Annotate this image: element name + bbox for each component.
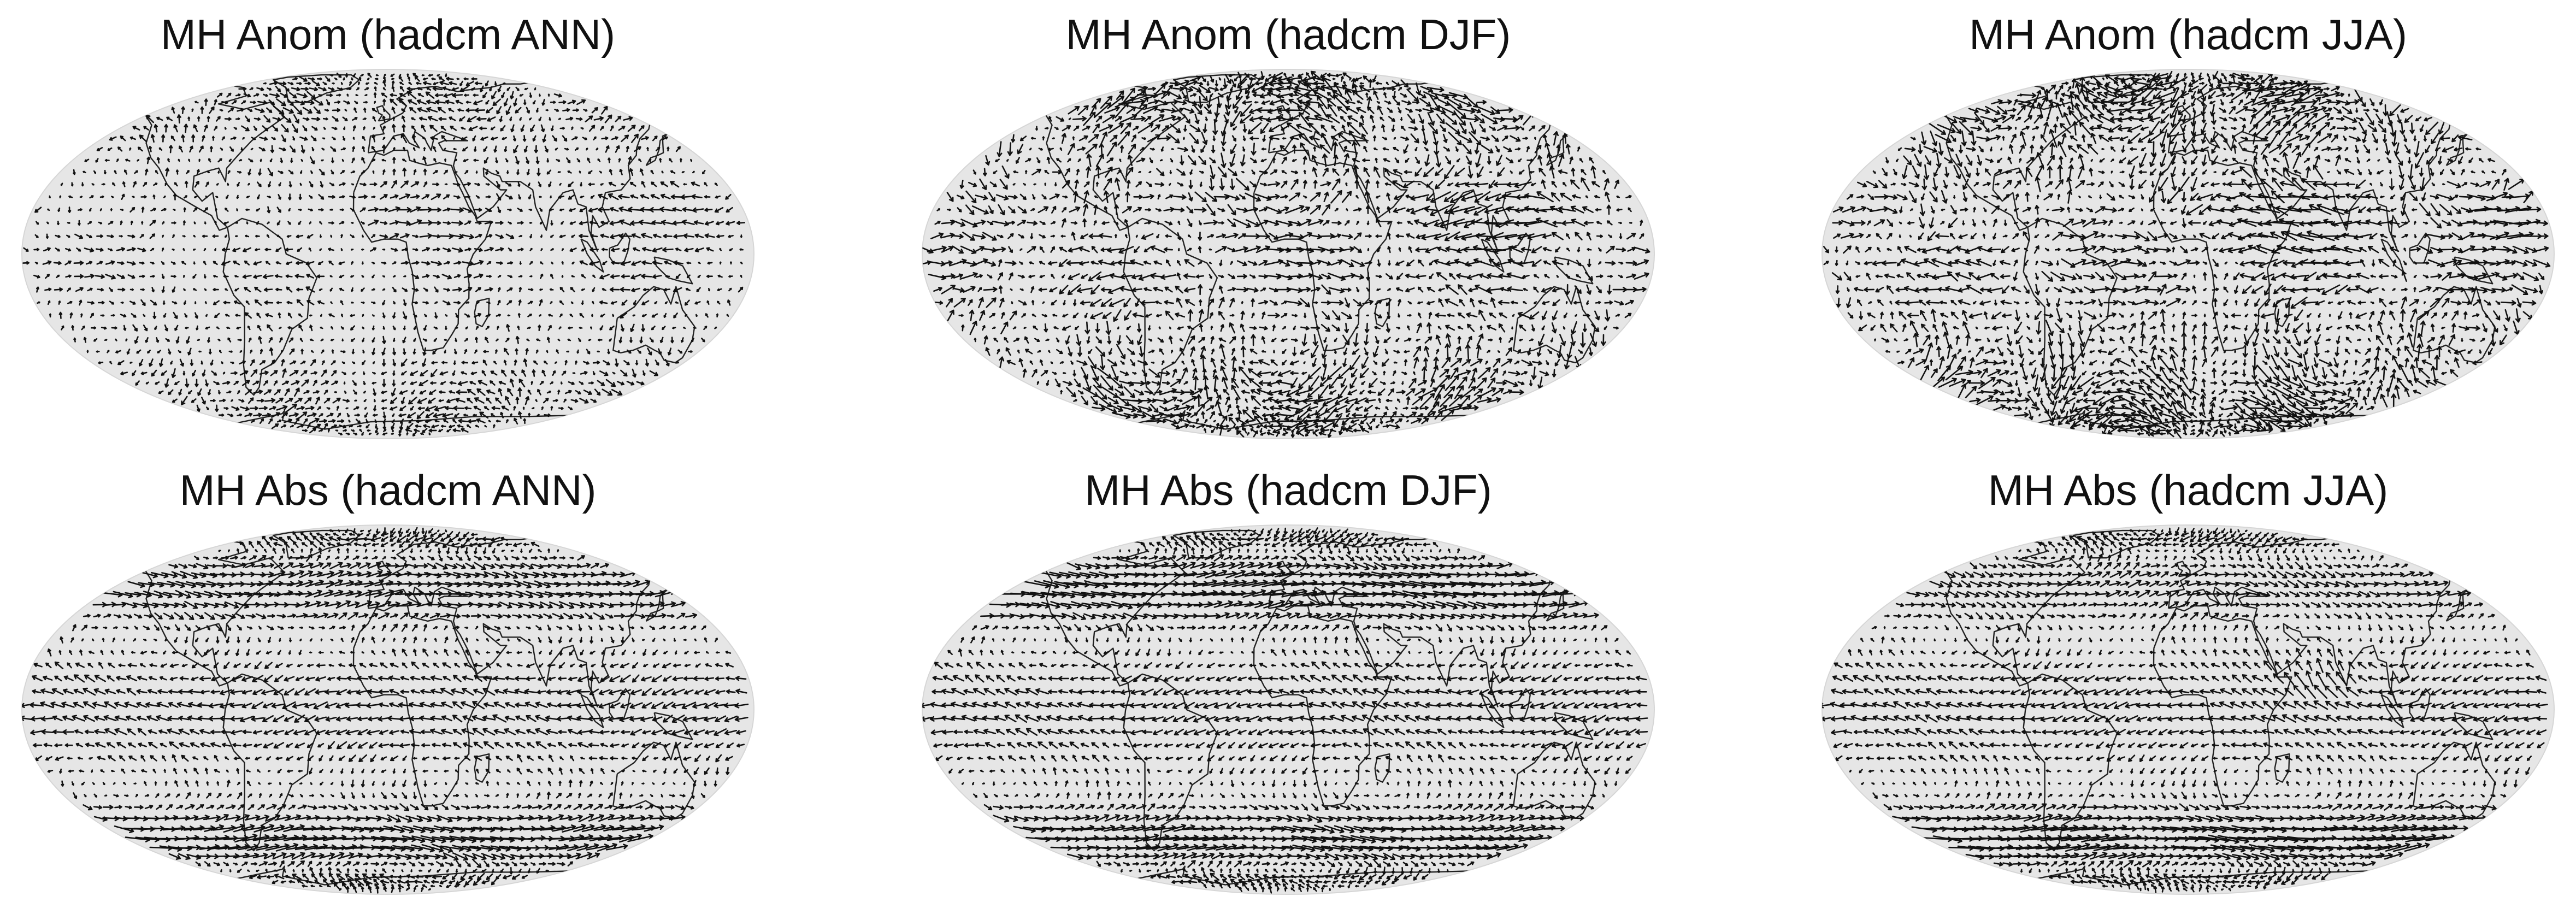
vector-arrows [1822,527,2548,893]
vector-arrows [22,72,745,437]
coastline [1268,534,1606,707]
globe-background [21,69,754,439]
wind-vector-map [922,524,1655,895]
vector-arrows [922,70,1650,438]
globe-background [1822,524,2555,895]
coastline [2176,561,2191,577]
coastline [2409,688,2431,720]
coastline [2454,256,2494,285]
panel-title: MH Anom (hadcm DJF) [1065,10,1511,58]
wind-vectors [922,527,1648,894]
panel-title: MH Abs (hadcm JJA) [1988,466,2389,514]
coastline [367,79,706,252]
wind-vectors [22,72,745,437]
coastline [1554,256,1594,285]
coastline [367,534,706,707]
vector-arrows [1823,70,2551,439]
coastline [1172,74,1260,103]
coastline [88,539,286,687]
globe-background [1822,69,2555,439]
map-panel-abs-jja: MH Abs (hadcm JJA) [1817,460,2560,897]
coastline [2454,712,2494,740]
coastline [580,694,604,728]
coastline [376,105,391,122]
map-content [922,527,1648,894]
wind-vector-map [21,69,754,439]
coastline [1554,712,1594,740]
map-content [1823,70,2551,439]
coastline [222,217,318,396]
coastline [1276,105,1291,122]
coastline [1546,588,1569,622]
wind-vectors [22,527,749,894]
map-panel-anom-djf: MH Anom (hadcm DJF) [917,4,1660,441]
coastline [88,83,286,231]
coastline [2274,753,2290,783]
wind-vectors [922,70,1650,438]
coastline [474,297,490,327]
coastline [988,539,1186,687]
coastline [609,688,630,720]
coastline [2413,286,2496,363]
map-content [1822,527,2548,893]
coastline [2445,588,2469,622]
coastline [1888,83,2086,231]
coastline [1513,741,1596,819]
coastline [352,149,492,351]
wind-vectors [1823,70,2551,439]
coastline [2445,133,2469,166]
panel-title: MH Abs (hadcm DJF) [1084,466,1492,514]
coastline [1253,605,1393,807]
vector-arrows [922,527,1648,894]
coastline [1509,688,1531,720]
coastline [1481,694,1505,728]
panel-title: MH Anom (hadcm JJA) [1969,10,2407,58]
coastline [1374,753,1390,783]
coastline [474,753,490,783]
coastline [580,238,604,273]
coastline [2153,605,2292,807]
map-panel-anom-ann: MH Anom (hadcm ANN) [16,4,759,441]
coastline [352,605,492,807]
map-panel-abs-djf: MH Abs (hadcm DJF) [917,460,1660,897]
wind-vector-map [1822,69,2555,439]
coastline [1481,238,1505,273]
coastline [645,133,669,166]
coastline [1268,79,1606,252]
panel-title: MH Anom (hadcm ANN) [160,10,616,58]
wind-vector-map [922,69,1655,439]
coastline [1253,149,1393,351]
wind-vector-map [21,524,754,895]
coastline [2167,534,2506,707]
coastline [2380,694,2404,728]
coastline [1513,286,1596,363]
coastline [2153,149,2292,351]
coastline [1888,539,2086,687]
wind-vector-map [1822,524,2555,895]
coastline [609,232,630,264]
coastline [988,83,1186,231]
wind-vectors [1822,527,2548,893]
vector-arrows [22,527,749,894]
coastline [612,286,695,363]
map-panel-abs-ann: MH Abs (hadcm ANN) [16,460,759,897]
coastline [1374,297,1390,327]
coastline [2274,297,2290,327]
coastline [2167,79,2506,252]
map-panel-anom-jja: MH Anom (hadcm JJA) [1817,4,2560,441]
coastline [2413,741,2496,819]
panel-title: MH Abs (hadcm ANN) [179,466,597,514]
coastline [612,741,695,819]
coastline [653,256,693,285]
